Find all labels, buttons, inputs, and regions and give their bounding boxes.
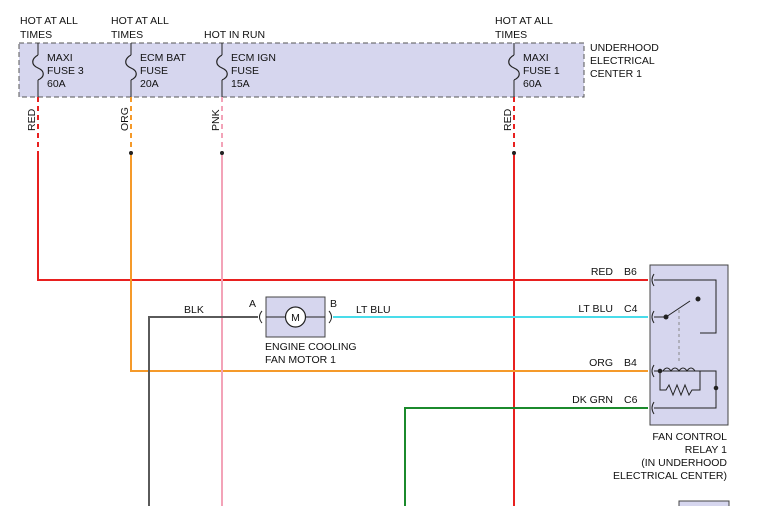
- relay-label-line: (IN UNDERHOOD: [641, 457, 727, 469]
- fuse-label-line: 60A: [523, 78, 542, 90]
- wire-label-blk: BLK: [184, 304, 204, 316]
- splice-dot: [512, 151, 516, 155]
- supply-label-line: TIMES: [111, 29, 143, 41]
- fuse-label-maxi1: MAXI FUSE 1 60A: [523, 52, 560, 90]
- relay-connector: [651, 273, 655, 287]
- fuse-label-line: FUSE: [231, 65, 259, 77]
- fuse-label-line: 60A: [47, 78, 66, 90]
- supply-label-maxi3: HOT AT ALL TIMES: [20, 15, 78, 41]
- fuse-icon: [125, 54, 137, 81]
- fuse-label-ecmbat: ECM BAT FUSE 20A: [140, 52, 186, 90]
- next-component-box: [678, 500, 730, 506]
- motor-label-line: FAN MOTOR 1: [265, 354, 336, 366]
- red-wire-to-relay-b6: [37, 155, 648, 281]
- fuse-label-line: ECM BAT: [140, 52, 186, 64]
- splice-dot: [220, 151, 224, 155]
- center-label-line: CENTER 1: [590, 68, 642, 80]
- relay-contact: [695, 296, 701, 302]
- relay-connector: [651, 364, 655, 378]
- relay-label-line: FAN CONTROL: [652, 431, 727, 443]
- motor-label: ENGINE COOLING FAN MOTOR 1: [265, 341, 357, 366]
- relay-switch: [654, 279, 717, 363]
- supply-label-line: HOT AT ALL: [495, 15, 553, 27]
- relay-switch-arm: [665, 300, 691, 318]
- relay-terminal-wire: ORG: [589, 357, 613, 369]
- relay-node: [713, 385, 719, 391]
- fan-control-relay-box: [649, 264, 729, 426]
- supply-label-maxi1: HOT AT ALL TIMES: [495, 15, 553, 41]
- supply-label-line: TIMES: [20, 29, 52, 41]
- relay-connector: [651, 401, 655, 415]
- center-label-line: ELECTRICAL: [590, 55, 655, 67]
- relay-terminal-wire: DK GRN: [572, 394, 613, 406]
- fuse-label-line: ECM IGN: [231, 52, 276, 64]
- motor-pin-a: A: [249, 298, 256, 310]
- relay-resistor: [659, 371, 701, 397]
- fuse-icon: [508, 54, 520, 81]
- supply-label-ecmbat: HOT AT ALL TIMES: [111, 15, 169, 41]
- relay-terminal-pin: C6: [624, 394, 638, 406]
- wire-label-red-maxi3: RED: [26, 108, 38, 131]
- wire-label-org: ORG: [119, 107, 131, 131]
- supply-label-line: HOT AT ALL: [20, 15, 78, 27]
- relay-label-line: ELECTRICAL CENTER): [613, 470, 727, 482]
- fuse-label-maxi3: MAXI FUSE 3 60A: [47, 52, 84, 90]
- relay-terminal-wire: LT BLU: [578, 303, 613, 315]
- relay-node: [657, 368, 663, 374]
- relay-terminal-pin: C4: [624, 303, 638, 315]
- underhood-electrical-center-box: [18, 42, 585, 98]
- connector-a: [259, 310, 263, 324]
- supply-label-line: HOT AT ALL: [111, 15, 169, 27]
- relay-terminal-pin: B6: [624, 266, 637, 278]
- relay-label: FAN CONTROL RELAY 1 (IN UNDERHOOD ELECTR…: [613, 431, 727, 482]
- fuse-label-line: FUSE 1: [523, 65, 560, 77]
- fuse-label-line: MAXI: [523, 52, 549, 64]
- black-ground-wire: [148, 316, 258, 506]
- supply-label-ecmign: HOT IN RUN: [204, 29, 265, 41]
- fuse-icon: [216, 54, 228, 81]
- wire-label-lt-blu-motor: LT BLU: [356, 304, 391, 316]
- relay-terminal-c4: LT BLU C4: [578, 303, 637, 315]
- fuse-label-line: 15A: [231, 78, 250, 90]
- motor-symbol: M: [291, 312, 300, 324]
- relay-terminal-b6: RED B6: [591, 266, 637, 278]
- relay-terminal-b4: ORG B4: [589, 357, 637, 369]
- relay-connector: [651, 310, 655, 324]
- wire-label-pnk: PNK: [210, 109, 222, 131]
- connector-b: [328, 310, 332, 324]
- underhood-center-label: UNDERHOOD ELECTRICAL CENTER 1: [590, 42, 659, 80]
- supply-label-line: HOT IN RUN: [204, 29, 265, 41]
- relay-coil-icon: [654, 367, 719, 409]
- relay-feed-line: [654, 279, 717, 334]
- relay-coil-winding: [662, 367, 696, 372]
- fuse-label-line: 20A: [140, 78, 159, 90]
- splice-dot: [129, 151, 133, 155]
- fuse-label-line: MAXI: [47, 52, 73, 64]
- engine-cooling-fan-motor: M A B: [249, 296, 337, 338]
- motor-label-line: ENGINE COOLING: [265, 341, 357, 353]
- fuse-label-line: FUSE: [140, 65, 168, 77]
- dark-green-wire-to-relay-c6: [404, 407, 648, 506]
- relay-label-line: RELAY 1: [685, 444, 727, 456]
- fuse-label-line: FUSE 3: [47, 65, 84, 77]
- center-label-line: UNDERHOOD: [590, 42, 659, 54]
- wire-label-red-maxi1: RED: [502, 108, 514, 131]
- motor-pin-b: B: [330, 298, 337, 310]
- supply-label-line: TIMES: [495, 29, 527, 41]
- fuse-icon: [32, 54, 44, 81]
- relay-terminal-wire: RED: [591, 266, 614, 278]
- orange-wire-to-relay-b4: [130, 155, 648, 372]
- fuse-label-ecmign: ECM IGN FUSE 15A: [231, 52, 276, 90]
- relay-terminal-pin: B4: [624, 357, 637, 369]
- relay-terminal-c6: DK GRN C6: [572, 394, 637, 406]
